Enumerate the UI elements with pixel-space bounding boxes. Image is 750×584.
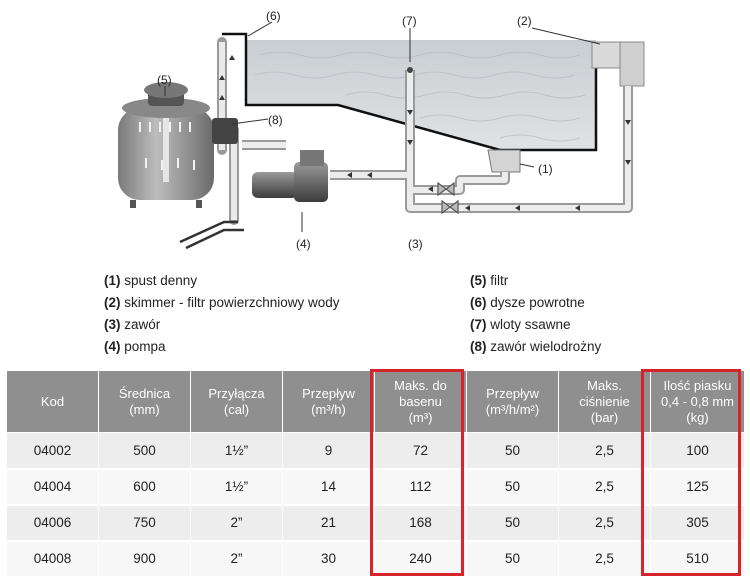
callout-3: (3): [408, 237, 423, 251]
table-cell: 305: [650, 504, 745, 542]
table-cell: 04008: [6, 540, 99, 578]
callout-4: (4): [296, 237, 311, 251]
pool-wall: [222, 32, 598, 152]
table-cell: 900: [98, 540, 191, 578]
column-header-line: (cal): [223, 401, 250, 417]
pool-filtration-diagram: [118, 32, 645, 250]
column-header-line: (kg): [686, 409, 709, 425]
table-cell: 125: [650, 468, 745, 506]
skimmer: [591, 41, 645, 87]
waste-outlet: [179, 220, 244, 250]
legend-item: (3) zawór: [104, 317, 161, 332]
table-cell: 2,5: [558, 540, 651, 578]
valve-icon: [437, 181, 459, 215]
column-header: Kod: [6, 370, 99, 433]
pool-water: [246, 40, 596, 150]
column-header-line: basenu: [399, 393, 442, 409]
table-cell: 750: [98, 504, 191, 542]
callout-7: (7): [402, 14, 417, 28]
callout-6: (6): [266, 9, 281, 23]
table-cell: 50: [466, 504, 559, 542]
column-header-line: (m³/h): [311, 401, 346, 417]
table-cell: 21: [282, 504, 375, 542]
table-cell: 9: [282, 432, 375, 470]
table-cell: 2”: [190, 504, 283, 542]
legend-item: (2) skimmer - filtr powierzchniowy wody: [104, 295, 340, 310]
legend-item: (8) zawór wielodrożny: [470, 339, 602, 354]
callout-2: (2): [517, 14, 532, 28]
legend-item: (7) wloty ssawne: [470, 317, 571, 332]
column-header-line: Maks. do: [394, 377, 447, 393]
column-header: Przepływ(m³/h/m²): [466, 370, 559, 433]
legend-left: (1) spust denny (2) skimmer - filtr powi…: [104, 270, 340, 358]
table-cell: 04006: [6, 504, 99, 542]
callout-1: (1): [538, 162, 553, 176]
table-cell: 100: [650, 432, 745, 470]
table-cell: 72: [374, 432, 467, 470]
column-header: Maks.ciśnienie(bar): [558, 370, 651, 433]
table-cell: 30: [282, 540, 375, 578]
table-cell: 600: [98, 468, 191, 506]
legend-item: (6) dysze powrotne: [470, 295, 585, 310]
table-cell: 240: [374, 540, 467, 578]
table-cell: 2,5: [558, 468, 651, 506]
column-header-line: (bar): [590, 409, 619, 425]
column-header-line: (m³/h/m²): [485, 401, 540, 417]
legend-item: (1) spust denny: [104, 273, 198, 288]
table-cell: 04004: [6, 468, 99, 506]
table-cell: 2,5: [558, 504, 651, 542]
table-cell: 14: [282, 468, 375, 506]
table-cell: 50: [466, 432, 559, 470]
table-cell: 04002: [6, 432, 99, 470]
main-drain: [487, 149, 521, 173]
table-cell: 510: [650, 540, 745, 578]
column-header-line: (mm): [129, 401, 160, 417]
table-cell: 1½”: [190, 468, 283, 506]
callout-8: (8): [268, 113, 283, 127]
table-cell: 50: [466, 540, 559, 578]
legend-item: (4) pompa: [104, 339, 166, 354]
flow-arrow-icon: [219, 55, 631, 211]
table-cell: 112: [374, 468, 467, 506]
table-cell: 50: [466, 468, 559, 506]
column-header: Przyłącza(cal): [190, 370, 283, 433]
legend-item: (5) filtr: [470, 273, 509, 288]
column-header-line: (m³): [408, 409, 433, 425]
table-cell: 500: [98, 432, 191, 470]
table-cell: 168: [374, 504, 467, 542]
column-header: Średnica(mm): [98, 370, 191, 433]
column-header-line: Kod: [40, 393, 65, 409]
table-cell: 2,5: [558, 432, 651, 470]
legend-right: (5) filtr (6) dysze powrotne (7) wloty s…: [470, 270, 601, 358]
table-cell: 1½”: [190, 432, 283, 470]
column-header-line: Przepływ: [302, 385, 355, 401]
pump: [252, 150, 328, 202]
column-header-line: 0,4 - 0,8 mm: [661, 393, 734, 409]
column-header-line: Maks.: [587, 377, 622, 393]
column-header-line: Ilość piasku: [663, 377, 732, 393]
column-header-line: Średnica: [118, 385, 171, 401]
column-header-line: Przepływ: [486, 385, 539, 401]
callout-5: (5): [157, 73, 172, 87]
column-header: Przepływ(m³/h): [282, 370, 375, 433]
sand-filter: [118, 82, 238, 208]
column-header-line: Przyłącza: [208, 385, 265, 401]
table-cell: 2”: [190, 540, 283, 578]
column-header-line: ciśnienie: [579, 393, 630, 409]
